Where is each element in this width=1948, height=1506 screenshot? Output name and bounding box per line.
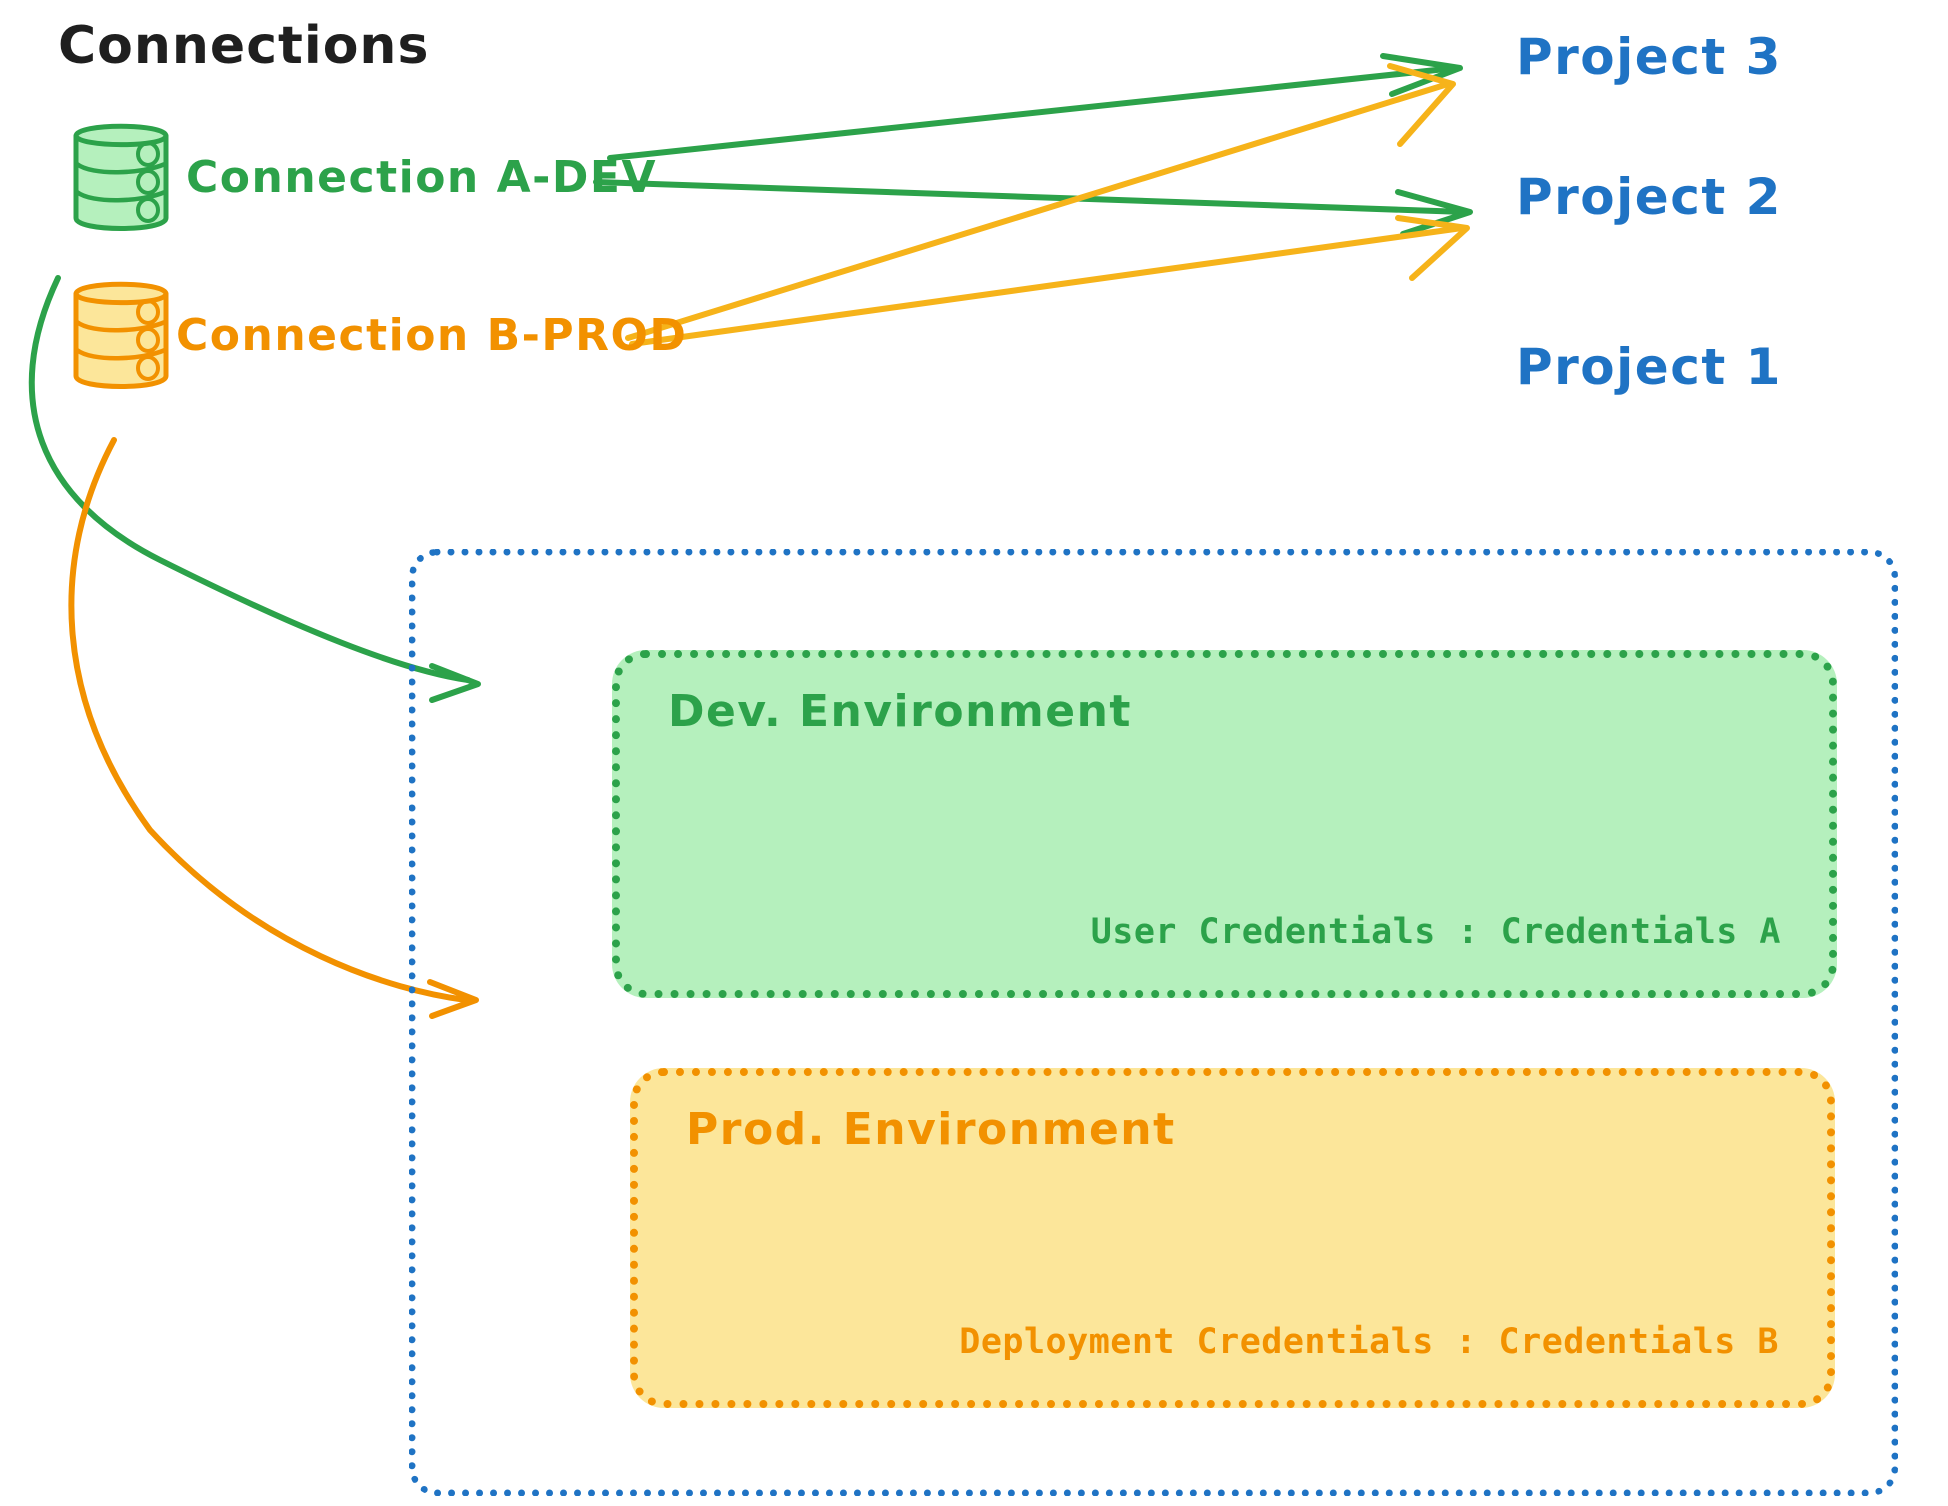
edge-a-dev-to-dev-environment (28, 275, 481, 703)
project-label-3: Project 3 (1516, 28, 1782, 86)
database-cylinder-icon-orange (73, 281, 169, 389)
project-label-1: Project 1 (1516, 338, 1782, 396)
connection-label-a-dev: Connection A-DEV (186, 152, 658, 203)
prod-environment-box: Prod. Environment Deployment Credentials… (630, 1068, 1835, 1408)
project-label-2: Project 2 (1516, 168, 1782, 226)
prod-environment-credentials: Deployment Credentials : Credentials B (959, 1322, 1779, 1362)
dev-environment-box: Dev. Environment User Credentials : Cred… (612, 650, 1837, 998)
edge-a-dev-to-project-3 (607, 53, 1463, 161)
dev-environment-credentials: User Credentials : Credentials A (1090, 912, 1781, 952)
page-title: Connections (58, 16, 430, 76)
edge-b-prod-to-prod-environment (68, 437, 479, 1019)
project-1-container (409, 549, 1898, 1496)
edge-a-dev-to-project-2 (593, 179, 1473, 237)
edge-b-prod-to-project-3 (625, 63, 1456, 341)
database-cylinder-icon-green (73, 123, 169, 231)
edge-b-prod-to-project-2 (629, 215, 1470, 347)
dev-environment-title: Dev. Environment (668, 686, 1132, 737)
connection-label-b-prod: Connection B-PROD (176, 310, 688, 361)
prod-environment-title: Prod. Environment (686, 1104, 1176, 1155)
